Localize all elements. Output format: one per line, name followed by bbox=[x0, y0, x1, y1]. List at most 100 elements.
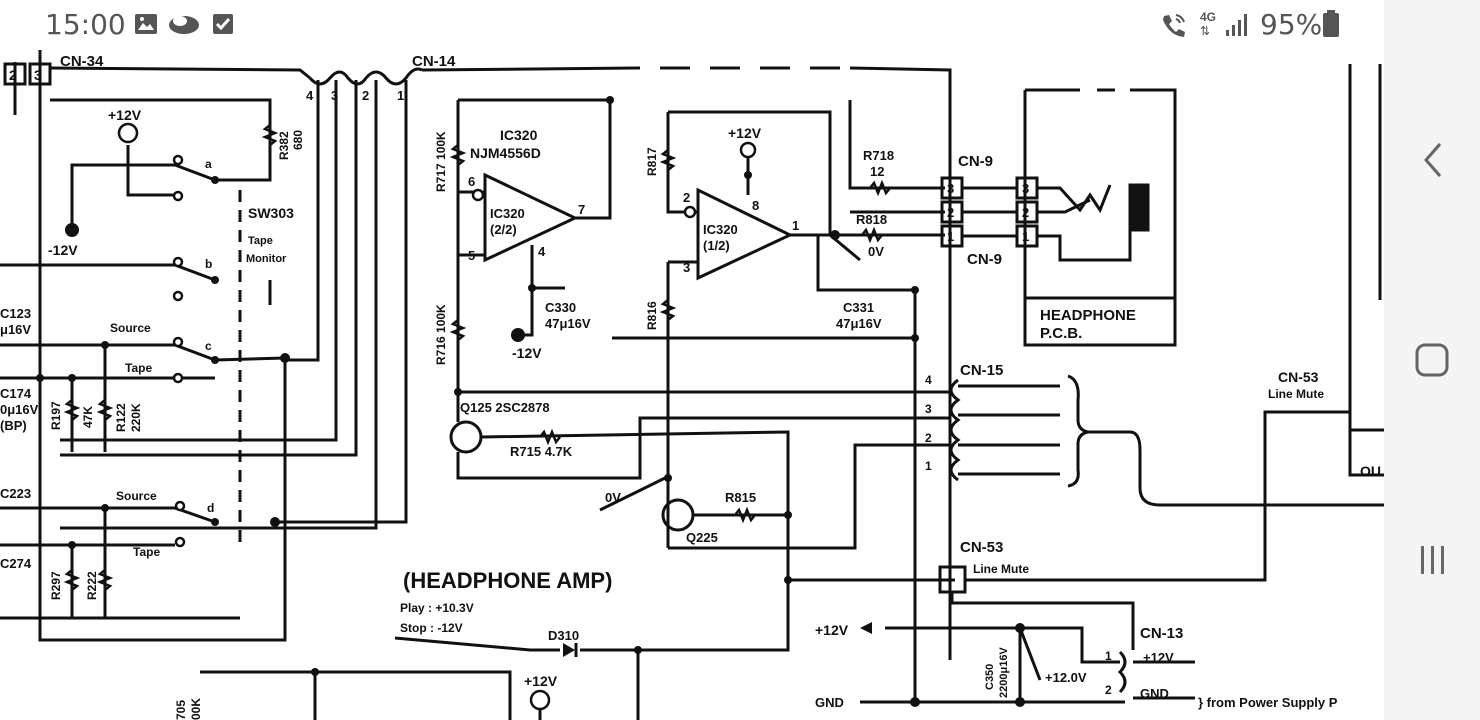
schematic-label: 2 bbox=[683, 190, 690, 205]
schematic-label: 8 bbox=[752, 198, 759, 213]
schematic-label: 6 bbox=[468, 174, 475, 189]
schematic-label: 1 bbox=[947, 229, 954, 244]
schematic-label: Q225 bbox=[686, 530, 718, 545]
schematic-label: CN-53 bbox=[1278, 369, 1319, 385]
schematic-label: R222 bbox=[85, 571, 99, 600]
schematic-label: 47μ16V bbox=[545, 316, 591, 331]
schematic-label: 3 bbox=[925, 402, 932, 416]
schematic-label: IC320 bbox=[490, 206, 525, 221]
schematic-label: 1 bbox=[792, 218, 799, 233]
schematic-label: 220K bbox=[129, 403, 143, 432]
schematic-label: C174 bbox=[0, 386, 32, 401]
schematic-label: GND bbox=[815, 695, 844, 710]
schematic-label: 2 bbox=[362, 88, 369, 103]
recents-button[interactable] bbox=[1402, 530, 1462, 590]
schematic-label: CN-9 bbox=[967, 251, 1002, 268]
schematic-label: Tape bbox=[248, 235, 273, 247]
schematic-label: Tape bbox=[133, 545, 160, 559]
schematic-label: R717 100K bbox=[434, 131, 448, 192]
wifi-call-icon bbox=[1160, 12, 1188, 43]
schematic-label: Q125 2SC2878 bbox=[460, 400, 550, 415]
schematic-label: 1 bbox=[1022, 229, 1029, 244]
schematic-label: R716 100K bbox=[434, 304, 448, 365]
signal-icon bbox=[1224, 12, 1250, 43]
schematic-label: CN-53 bbox=[960, 539, 1003, 556]
schematic-label: 4 bbox=[925, 373, 932, 387]
battery-icon bbox=[1322, 10, 1340, 43]
schematic-image[interactable]: CN-34 CN-14 4 3 2 1 2 3 +12V -12V a b c … bbox=[0, 48, 1384, 720]
schematic-label: (BP) bbox=[0, 418, 27, 433]
chevron-left-icon bbox=[1424, 143, 1442, 177]
schematic-label: R122 bbox=[114, 403, 128, 432]
schematic-drawing: CN-34 CN-14 4 3 2 1 2 3 +12V -12V a b c … bbox=[0, 50, 1384, 720]
schematic-label: 7 bbox=[578, 202, 585, 217]
home-icon bbox=[1415, 343, 1449, 377]
schematic-label: NJM4556D bbox=[470, 145, 541, 161]
navigation-bar bbox=[1384, 0, 1480, 720]
schematic-label: 2 bbox=[947, 205, 954, 220]
schematic-label: R718 bbox=[863, 148, 894, 163]
back-button[interactable] bbox=[1402, 130, 1462, 190]
schematic-label: 1 bbox=[1105, 649, 1112, 663]
cloud-icon bbox=[168, 12, 200, 41]
schematic-label: 2 bbox=[1022, 205, 1029, 220]
schematic-label: SW303 bbox=[248, 205, 294, 221]
recents-icon bbox=[1421, 546, 1444, 574]
schematic-label: +12V bbox=[728, 125, 762, 141]
schematic-label: 3 bbox=[34, 67, 42, 83]
schematic-label: IC320 bbox=[703, 222, 738, 237]
schematic-label: +12V bbox=[1143, 650, 1174, 665]
network-type: 4G bbox=[1200, 10, 1217, 24]
schematic-label: -12V bbox=[48, 242, 78, 258]
schematic-label: OU bbox=[1360, 463, 1381, 479]
home-button[interactable] bbox=[1402, 330, 1462, 390]
schematic-label: 1 bbox=[925, 459, 932, 473]
schematic-label: CN-13 bbox=[1140, 625, 1183, 642]
schematic-label: 5 bbox=[468, 248, 475, 263]
battery-percent: 95% bbox=[1260, 8, 1323, 41]
schematic-label: } from Power Supply P bbox=[1198, 695, 1338, 710]
schematic-label: b bbox=[205, 257, 212, 271]
schematic-label: Source bbox=[116, 489, 157, 503]
schematic-label: 47K bbox=[81, 406, 95, 428]
schematic-label: C330 bbox=[545, 300, 576, 315]
schematic-label: GND bbox=[1140, 686, 1169, 701]
schematic-label: IC320 bbox=[500, 127, 538, 143]
schematic-label: R818 bbox=[856, 212, 887, 227]
schematic-label: 1 bbox=[397, 88, 404, 103]
schematic-label: Line Mute bbox=[1268, 387, 1324, 401]
schematic-label: C350 bbox=[984, 664, 996, 690]
schematic-label: c bbox=[205, 339, 212, 353]
schematic-label: Stop : -12V bbox=[400, 621, 463, 635]
schematic-label: Play : +10.3V bbox=[400, 601, 474, 615]
schematic-label: (1/2) bbox=[703, 238, 730, 253]
schematic-label: 4 bbox=[538, 244, 546, 259]
schematic-label: 3 bbox=[331, 88, 338, 103]
schematic-label: d bbox=[207, 501, 214, 515]
schematic-label: 3 bbox=[1022, 181, 1029, 196]
schematic-label: +12V bbox=[815, 622, 849, 638]
schematic-label: +12V bbox=[108, 107, 142, 123]
schematic-label: +12.0V bbox=[1045, 670, 1087, 685]
schematic-label: R382 bbox=[277, 131, 291, 160]
schematic-label: R815 bbox=[725, 490, 756, 505]
status-time: 15:00 bbox=[45, 8, 126, 41]
schematic-label: R297 bbox=[49, 571, 63, 600]
schematic-label: +12V bbox=[524, 673, 558, 689]
schematic-label: 4 bbox=[306, 88, 314, 103]
schematic-label: 2 bbox=[9, 67, 17, 83]
schematic-label: CN-15 bbox=[960, 362, 1003, 379]
schematic-label: 0V bbox=[868, 244, 884, 259]
schematic-label: 00K bbox=[189, 698, 203, 720]
schematic-label: 705 bbox=[174, 700, 188, 720]
label-cn34: CN-34 bbox=[60, 53, 104, 70]
schematic-label: 2 bbox=[925, 431, 932, 445]
schematic-label: Monitor bbox=[246, 253, 287, 265]
schematic-label: 3 bbox=[683, 260, 690, 275]
schematic-label: R817 bbox=[645, 147, 659, 176]
schematic-label: R715 4.7K bbox=[510, 444, 573, 459]
data-arrows-icon: ⇅ bbox=[1200, 24, 1211, 38]
label-headphone-amp: (HEADPHONE AMP) bbox=[403, 568, 612, 593]
schematic-label: μ16V bbox=[0, 322, 31, 337]
label-cn14: CN-14 bbox=[412, 53, 456, 70]
